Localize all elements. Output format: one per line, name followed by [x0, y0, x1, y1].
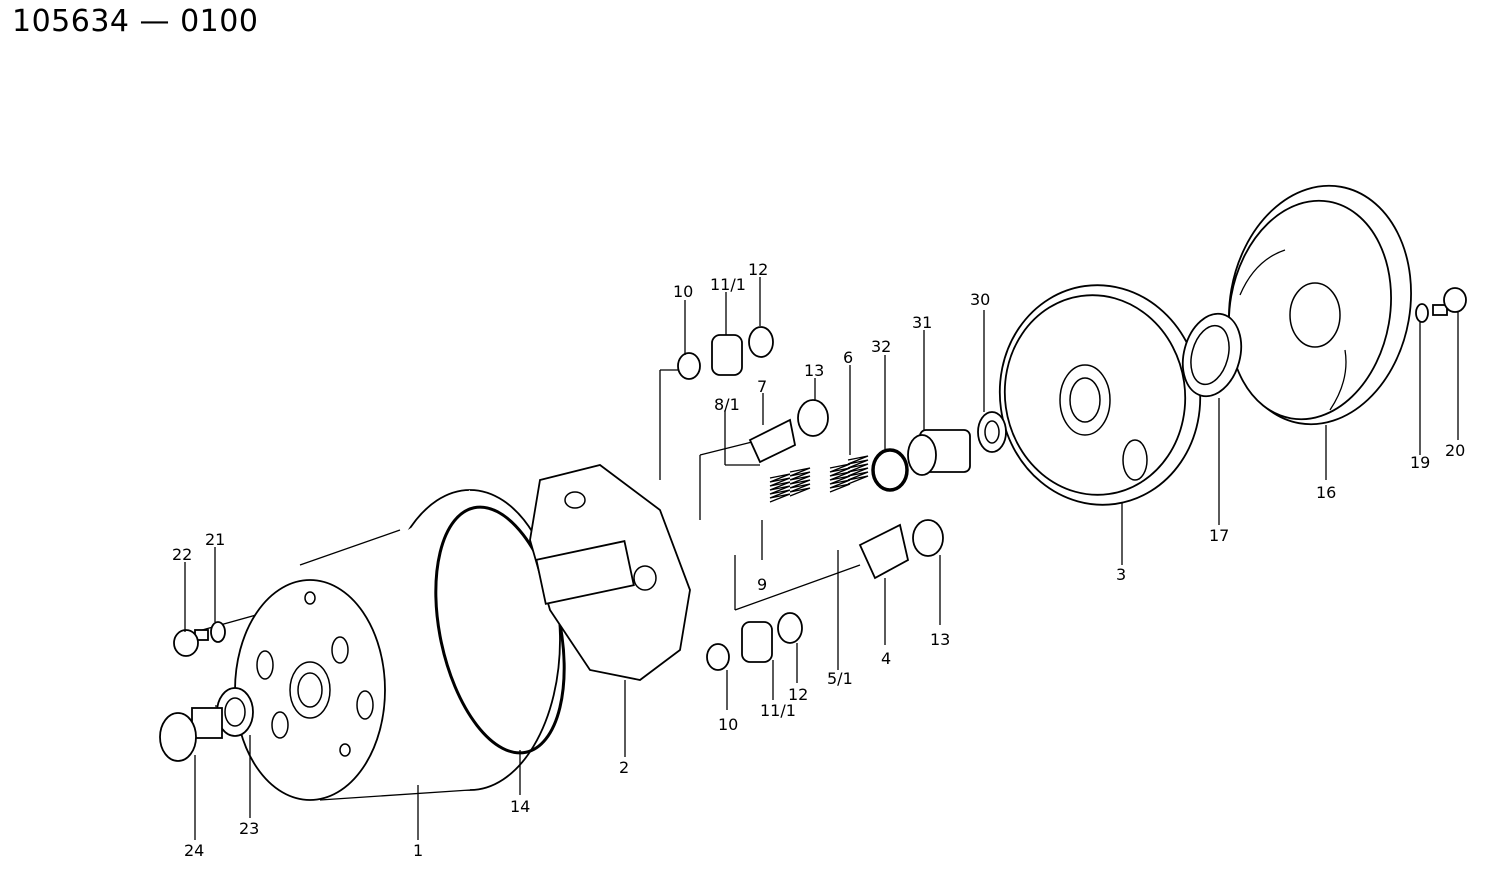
- parts-23-24-seal-plug: [159, 687, 254, 762]
- callout-13-upper: 13: [804, 361, 824, 380]
- parts-10-11-12-lower: [706, 612, 803, 671]
- callout-31: 31: [912, 313, 932, 332]
- callout-11-1-upper: 11/1: [710, 275, 746, 294]
- callout-11-1-lower: 11/1: [760, 701, 796, 720]
- callout-3: 3: [1116, 565, 1126, 584]
- callout-8-1: 8/1: [714, 395, 740, 414]
- callout-13-lower: 13: [930, 630, 950, 649]
- callout-labels: 1 2 3 4 5/1 6 7 8/1 9 10 10 11/1 11/1 12…: [172, 260, 1465, 860]
- part-9-springs: [769, 467, 811, 503]
- callout-14: 14: [510, 797, 530, 816]
- parts-10-11-12-upper: [677, 326, 774, 380]
- parts-21-22-washer-screw: [173, 621, 226, 657]
- callout-5-1: 5/1: [827, 669, 853, 688]
- callout-21: 21: [205, 530, 225, 549]
- callout-20: 20: [1445, 441, 1465, 460]
- callout-17: 17: [1209, 526, 1229, 545]
- callout-10-upper: 10: [673, 282, 693, 301]
- part-1-housing: [234, 489, 561, 801]
- parts-19-20-washer-screw: [1415, 287, 1467, 323]
- callout-12-lower: 12: [788, 685, 808, 704]
- part-32-o-ring: [871, 448, 909, 492]
- callout-32: 32: [871, 337, 891, 356]
- callout-16: 16: [1316, 483, 1336, 502]
- callout-7: 7: [757, 377, 767, 396]
- part-17-bearing: [1181, 312, 1243, 398]
- part-7-weight: [748, 399, 829, 464]
- callout-12-upper: 12: [748, 260, 768, 279]
- callout-19: 19: [1410, 453, 1430, 472]
- callout-leaders: [184, 277, 1459, 840]
- callout-2: 2: [619, 758, 629, 777]
- part-2-flange: [529, 464, 691, 681]
- callout-1: 1: [413, 841, 423, 860]
- diagram-title: 105634 — 0100: [12, 4, 259, 39]
- part-6-springs: [829, 455, 869, 493]
- part-16-cover-plate: [1228, 184, 1412, 426]
- callout-10-lower: 10: [718, 715, 738, 734]
- callout-6: 6: [843, 348, 853, 367]
- part-31-nut: [907, 429, 971, 476]
- part-30-washer: [977, 411, 1007, 453]
- callout-24: 24: [184, 841, 204, 860]
- callout-9: 9: [757, 575, 767, 594]
- callout-23: 23: [239, 819, 259, 838]
- callout-22: 22: [172, 545, 192, 564]
- part-4-weight: [858, 519, 944, 580]
- part-3-governor-cup: [998, 284, 1202, 506]
- callout-30: 30: [970, 290, 990, 309]
- callout-4: 4: [881, 649, 891, 668]
